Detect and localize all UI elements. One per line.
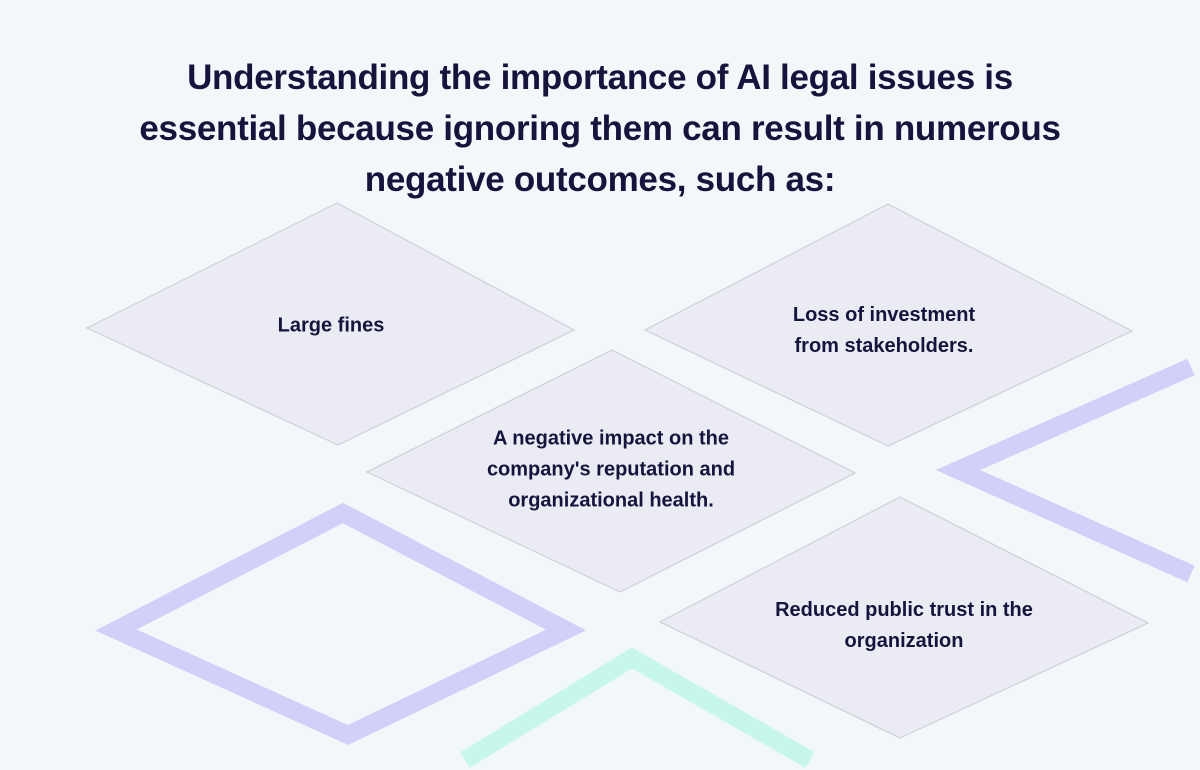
item-large-fines: Large fines: [278, 311, 385, 342]
item-reduced-public-trust: Reduced public trust in the organization: [775, 595, 1033, 657]
item-text: Loss of investment: [792, 304, 976, 326]
item-text: from stakeholders.: [794, 335, 974, 357]
item-text: A negative impact on the: [493, 427, 729, 450]
item-text: Reduced public trust in the: [775, 599, 1033, 621]
diamond-large-fines: [85, 202, 576, 446]
item-text: organization: [844, 630, 964, 652]
title-line: essential because ignoring them can resu…: [139, 109, 1061, 148]
diamond-loss-of-investment: [643, 203, 1134, 447]
diamond-negative-impact: [365, 349, 857, 593]
title-line: negative outcomes, such as:: [364, 160, 836, 199]
page-title: Understanding the importance of AI legal…: [0, 52, 1200, 205]
item-loss-of-investment: Loss of investment from stakeholders.: [793, 300, 975, 362]
diamond-reduced-trust: [658, 496, 1150, 739]
item-text: organizational health.: [508, 489, 714, 512]
decorative-green-diamond-outline: [460, 647, 815, 768]
item-text: Large fines: [277, 314, 385, 337]
title-line: Understanding the importance of AI legal…: [187, 58, 1013, 97]
decorative-purple-diamond-outline-right: [935, 358, 1195, 583]
decorative-purple-diamond-outline: [95, 502, 587, 745]
item-negative-impact: A negative impact on the company's reput…: [487, 424, 735, 517]
item-text: company's reputation and: [486, 458, 736, 481]
